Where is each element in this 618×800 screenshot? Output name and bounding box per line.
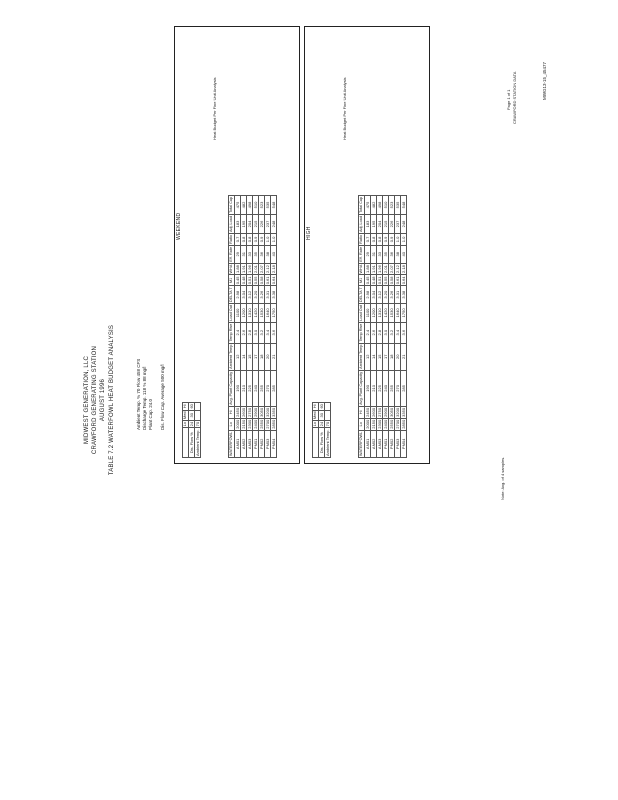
section-weekend-mini-table: Lo Med Hi Dis. Flow % 24 30 60 Ambient T… bbox=[182, 402, 200, 458]
table-cell: 285 bbox=[270, 370, 276, 407]
stats-line-1: Ambient Temp. % 70 Flow 458 CFS bbox=[136, 358, 141, 430]
table-cell: 3.6 bbox=[400, 322, 406, 344]
column-header: Eff. Rate bbox=[358, 245, 364, 264]
table-cell: 2900 bbox=[382, 406, 388, 419]
table-cell: 2700 bbox=[394, 418, 400, 431]
table-cell: 2600 bbox=[370, 406, 376, 419]
column-header: Avg. Plant Capacity bbox=[228, 370, 234, 407]
header-station: CRAWFORD GENERATING STATION bbox=[92, 345, 98, 455]
stats-line-4: Dis. Flow Cap. Average 500 mg/l bbox=[160, 364, 165, 430]
table-cell: 548 bbox=[270, 195, 276, 215]
table-cell: 0.64 bbox=[400, 275, 406, 286]
table-cell: 3050 bbox=[388, 406, 394, 419]
column-header: Total Cap bbox=[228, 195, 234, 215]
table-cell: 40 bbox=[400, 245, 406, 264]
table-cell: 2450 bbox=[364, 406, 370, 419]
table-cell: 2450 bbox=[234, 406, 240, 419]
table-cell: 3200 bbox=[394, 406, 400, 419]
table-cell: 40 bbox=[270, 245, 276, 264]
table-cell: 248 bbox=[400, 214, 406, 234]
column-header: Temp Rise bbox=[228, 322, 234, 344]
table-cell: 3350 bbox=[400, 406, 406, 419]
table-cell: 2750 bbox=[246, 406, 252, 419]
table-cell: 3.6 bbox=[270, 322, 276, 344]
footer-station-data: CRAWFORD STATION DATA bbox=[512, 71, 517, 124]
column-header: Eff. Rate bbox=[228, 245, 234, 264]
column-header: Load Out bbox=[358, 303, 364, 323]
column-header: DELTA T bbox=[358, 285, 364, 304]
section-high-title: HIGH bbox=[306, 226, 312, 240]
table-cell: 2600 bbox=[240, 406, 246, 419]
table-cell: 2400 bbox=[382, 418, 388, 431]
table-cell: 2550 bbox=[258, 418, 264, 431]
table-cell: 2850 bbox=[270, 418, 276, 431]
table-cell: 0.64 bbox=[270, 275, 276, 286]
table-cell: 285 bbox=[400, 370, 406, 407]
table-cell: 3050 bbox=[258, 406, 264, 419]
table-cell: 21 bbox=[400, 343, 406, 371]
table-cell: 2150 bbox=[240, 418, 246, 431]
table-cell: PM04 bbox=[270, 430, 276, 458]
table-cell: 548 bbox=[400, 195, 406, 215]
section-high-heat-header: Heat Budget Per Fine Unit Analysis bbox=[342, 77, 347, 140]
column-header: Ambient Temp bbox=[358, 343, 364, 371]
section-high-mini-table: Lo Med Hi Dis. Flow % 24 30 60 Ambient T… bbox=[312, 402, 330, 458]
column-header: Temp Rise bbox=[358, 322, 364, 344]
table-cell: 2400 bbox=[252, 418, 258, 431]
table-cell: 2150 bbox=[370, 418, 376, 431]
table-cell: 2300 bbox=[246, 418, 252, 431]
table-cell: 2900 bbox=[252, 406, 258, 419]
table-cell: PM04 bbox=[400, 430, 406, 458]
table-cell: 248 bbox=[270, 214, 276, 234]
column-header: Ratio bbox=[228, 233, 234, 246]
column-header: WATERFOWL bbox=[228, 430, 234, 458]
column-header: Avg. Plant Capacity bbox=[358, 370, 364, 407]
column-header: Adj. Load bbox=[228, 214, 234, 234]
table-cell: 3.38 bbox=[400, 285, 406, 304]
header-company: MIDWEST GENERATION, LLC bbox=[84, 355, 90, 445]
table-cell: 2.18 bbox=[400, 263, 406, 275]
table-cell: 3200 bbox=[264, 406, 270, 419]
table-cell: 21 bbox=[270, 343, 276, 371]
table-cell: 1750 bbox=[400, 303, 406, 323]
stats-line-3: Plant Cap. 24.0 bbox=[148, 398, 153, 430]
footer-note: Note: Avg. of 4 samples. bbox=[500, 456, 505, 500]
column-header: Ratio bbox=[358, 233, 364, 246]
column-header: Load Out bbox=[228, 303, 234, 323]
table-cell: 1750 bbox=[270, 303, 276, 323]
column-header: WATERFOWL bbox=[358, 430, 364, 458]
column-header: Ambient Temp bbox=[228, 343, 234, 371]
table-cell: 2300 bbox=[376, 418, 382, 431]
table-title: TABLE 7.2 WATERFOWL HEAT BUDGET ANALYSIS bbox=[109, 324, 115, 476]
table-cell: 1.0 bbox=[400, 233, 406, 246]
section-weekend-heat-header: Heat Budget Per Fine Unit Analysis bbox=[212, 77, 217, 140]
table-cell: 1.0 bbox=[270, 233, 276, 246]
document-id: MWG13-15_45477 bbox=[542, 61, 547, 100]
table-cell: 2750 bbox=[376, 406, 382, 419]
table-cell: 2850 bbox=[400, 418, 406, 431]
section-weekend-title: WEEKEND bbox=[176, 212, 182, 240]
footer-page: Page 1 of 1 bbox=[506, 89, 511, 110]
stats-line-2: Discharge Temp. 118 % 88 mg/l bbox=[142, 366, 147, 430]
table-cell: 3350 bbox=[270, 406, 276, 419]
table-cell: 2550 bbox=[388, 418, 394, 431]
table-cell: 2700 bbox=[264, 418, 270, 431]
column-header: DELTA T bbox=[228, 285, 234, 304]
table-cell: 2000 bbox=[234, 418, 240, 431]
column-header: Adj. Load bbox=[358, 214, 364, 234]
table-cell: 3.38 bbox=[270, 285, 276, 304]
table-cell: 2.18 bbox=[270, 263, 276, 275]
header-date: AUGUST 1996 bbox=[100, 378, 106, 422]
column-header: Total Cap bbox=[358, 195, 364, 215]
table-cell: 2000 bbox=[364, 418, 370, 431]
